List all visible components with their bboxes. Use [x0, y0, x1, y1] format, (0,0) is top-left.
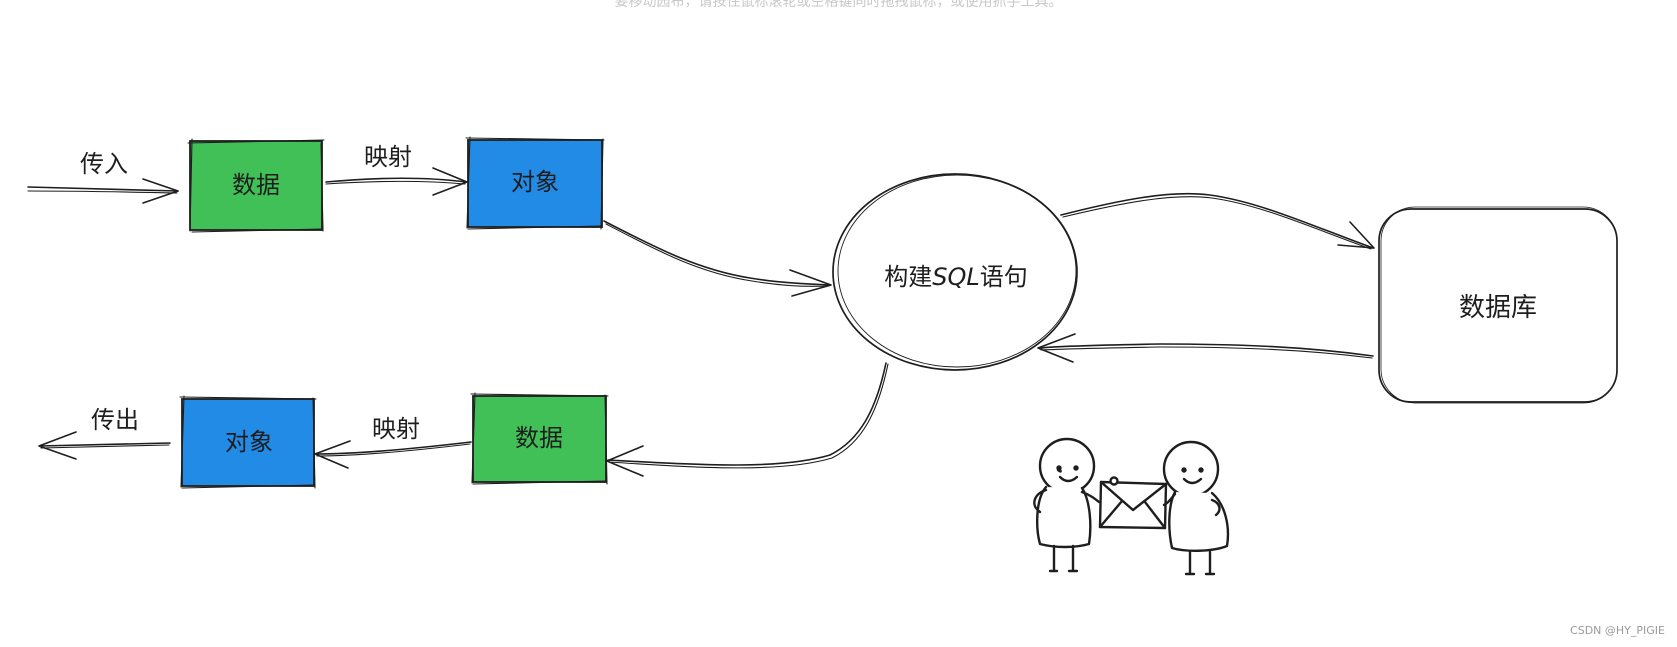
object-box-bottom[interactable]: 对象 — [179, 395, 317, 489]
object-box-top[interactable]: 对象 — [465, 136, 605, 230]
data-box-top-label: 数据 — [232, 171, 280, 199]
watermark-text: CSDN @HY_PIGIE — [1570, 624, 1665, 637]
build-sql-label: 构建SQL语句 — [884, 263, 1028, 291]
build-sql-prefix: 构建 — [884, 263, 932, 291]
output-arrow — [38, 431, 171, 460]
output-label: 传出 — [91, 406, 139, 434]
object-box-top-label: 对象 — [511, 168, 559, 196]
map-arrow-top — [325, 167, 468, 196]
build-sql-keyword: SQL — [932, 263, 980, 291]
object-to-sql-arrow — [603, 220, 832, 297]
database-label: 数据库 — [1459, 293, 1537, 323]
map-label-bottom: 映射 — [372, 415, 420, 443]
input-label: 传入 — [80, 150, 128, 178]
database-to-sql-arrow — [1037, 333, 1374, 363]
object-box-bottom-label: 对象 — [225, 428, 273, 456]
database-node[interactable]: 数据库 — [1378, 206, 1618, 404]
map-label-top: 映射 — [364, 143, 412, 171]
sql-to-data-bottom-arrow — [606, 362, 889, 477]
build-sql-suffix: 语句 — [980, 263, 1028, 291]
data-box-bottom[interactable]: 数据 — [470, 392, 609, 485]
two-people-exchanging-envelope-icon — [1033, 437, 1230, 576]
input-arrow — [27, 178, 179, 204]
sql-to-database-arrow — [1060, 192, 1375, 250]
map-arrow-bottom — [314, 440, 472, 469]
data-box-top[interactable]: 数据 — [187, 138, 325, 233]
build-sql-node[interactable]: 构建SQL语句 — [832, 173, 1078, 371]
data-box-bottom-label: 数据 — [515, 424, 563, 452]
canvas-hint-text: 要移动园布，请按住鼠标滚轮或空格键同时拖拽鼠标，或使用抓手工具。 — [614, 0, 1063, 10]
